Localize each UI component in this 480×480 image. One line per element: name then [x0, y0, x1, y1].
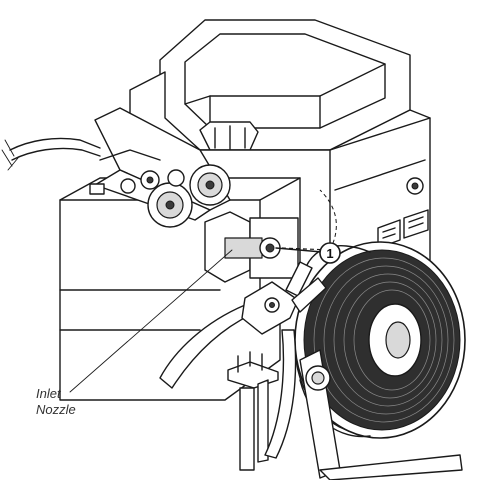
callout-circle	[319, 242, 341, 264]
wire-spool	[294, 241, 466, 439]
feed-rollers	[89, 149, 231, 228]
callout-1: 1	[275, 242, 341, 264]
inlet-nozzle-leader	[69, 249, 233, 393]
inlet-assembly	[204, 211, 299, 283]
wire-path	[281, 189, 337, 251]
cable-hose	[1, 137, 101, 171]
spool-holder	[299, 349, 463, 480]
side-cutters	[159, 261, 327, 459]
tool-holder-post	[227, 351, 279, 471]
inlet-label-line2: Nozzle	[36, 402, 76, 417]
inlet-label-line1: Inlet	[36, 386, 62, 401]
callout-number: 1	[326, 246, 333, 261]
ethernet-ports	[377, 177, 429, 249]
